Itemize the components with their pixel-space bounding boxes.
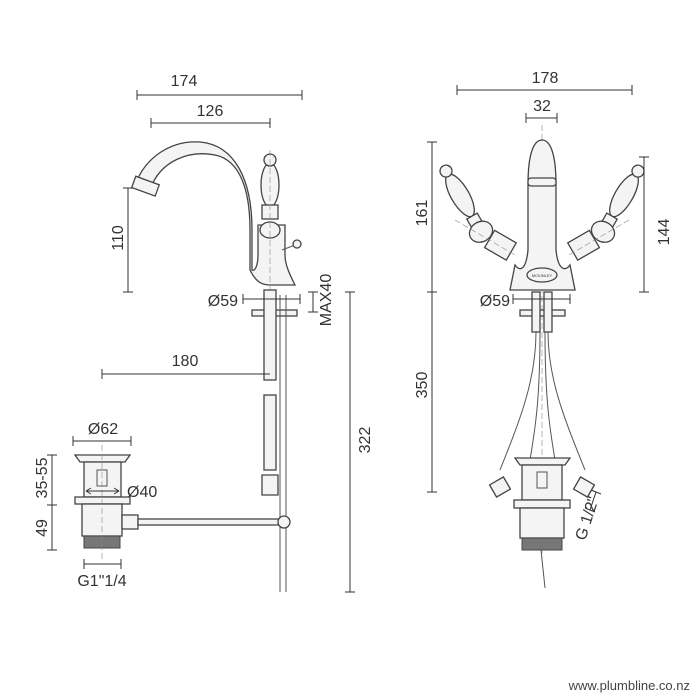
dim-waste-thread: G1"1/4 (77, 573, 126, 590)
dim-overall-reach: 174 (171, 73, 198, 90)
dim-hose-length: 350 (414, 372, 431, 399)
dim-waste-top-diameter: Ø62 (88, 421, 118, 438)
dim-waste-body-diameter: Ø40 (127, 484, 157, 501)
dim-handle-height: 144 (656, 219, 673, 246)
dimension-lines (47, 85, 649, 593)
dim-waste-adjust: 35-55 (34, 457, 51, 498)
dim-tail-length: 322 (357, 427, 374, 454)
dim-spout-width: 32 (533, 98, 551, 115)
dim-spout-height: 110 (110, 225, 127, 251)
dim-connection-thread: G 1/2" (573, 495, 603, 543)
dim-overall-height: 161 (414, 200, 431, 227)
dim-spout-reach: 126 (197, 103, 224, 120)
dim-base-diameter-right: Ø59 (480, 293, 510, 310)
dim-overall-width: 178 (532, 70, 559, 87)
dim-base-diameter-left: Ø59 (208, 293, 238, 310)
dim-waste-height: 49 (34, 519, 51, 537)
dim-max-thickness: MAX40 (318, 274, 335, 327)
side-view-tap (73, 141, 302, 592)
website-url: www.plumbline.co.nz (568, 678, 690, 693)
dim-pop-up-rod: 180 (172, 353, 199, 370)
front-view-tap: MCKINLEY (439, 125, 645, 589)
brand-logo: MCKINLEY (532, 273, 553, 278)
